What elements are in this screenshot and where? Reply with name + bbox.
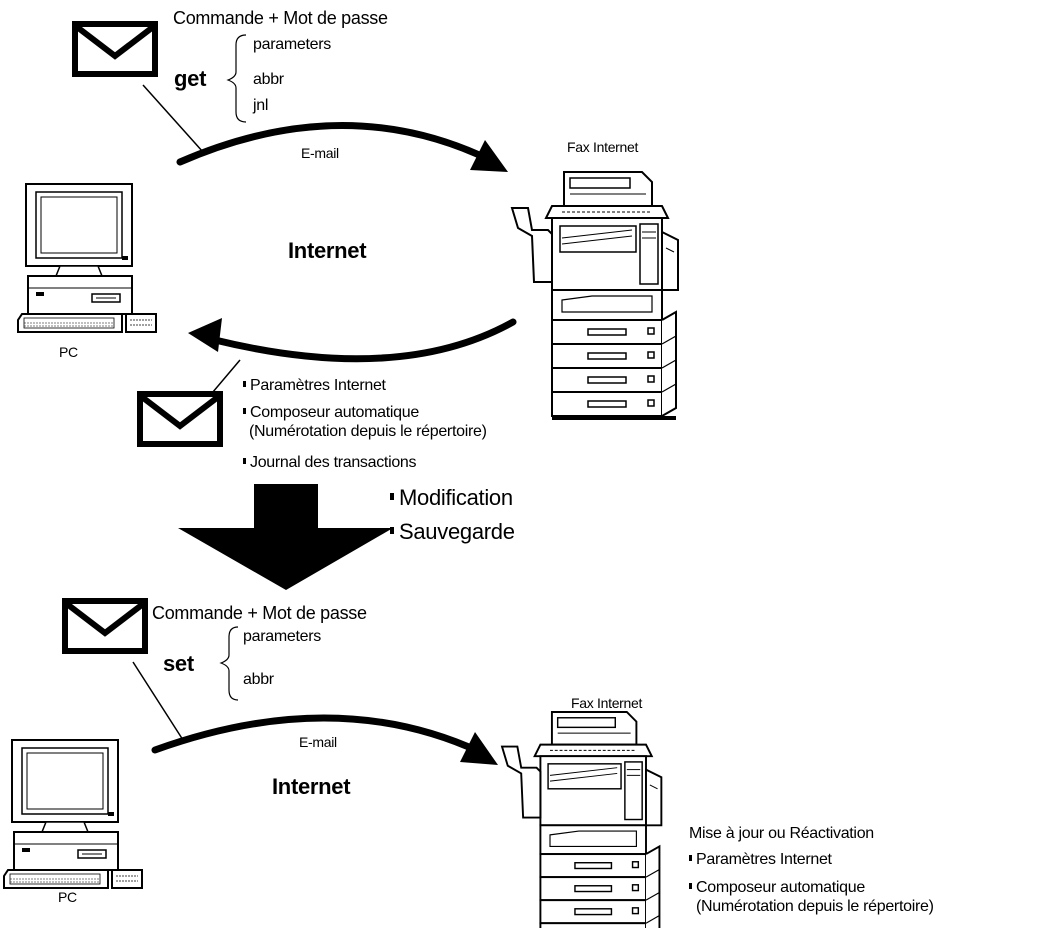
top-pc-icon (17, 183, 157, 333)
bottom-command-label: Commande + Mot de passe (152, 603, 367, 623)
return-arrow (211, 318, 517, 363)
bottom-envelope-icon (65, 601, 145, 651)
reply-item-journal: Journal des transactions (243, 455, 417, 471)
reply-item-autodialer-detail: (Numérotation depuis le répertoire) (249, 423, 487, 440)
action-modification: Modification (390, 487, 513, 509)
bottom-fax-icon (501, 711, 663, 928)
bottom-send-arrowhead (460, 732, 498, 765)
set-param-abbr: abbr (243, 671, 274, 688)
bottom-pc-label: PC (58, 889, 77, 905)
reply-item-internet-params: Paramètres Internet (243, 378, 386, 394)
bottom-pc-icon (3, 739, 143, 889)
bottom-send-arrow (151, 714, 484, 756)
result-item-internet-params: Paramètres Internet (689, 852, 832, 868)
big-down-arrow (178, 484, 393, 590)
result-title: Mise à jour ou Réactivation (689, 825, 874, 842)
top-email-label: E-mail (301, 145, 339, 161)
get-param-jnl: jnl (253, 97, 269, 114)
top-send-arrowhead (470, 140, 508, 172)
get-param-parameters: parameters (253, 36, 331, 53)
set-param-parameters: parameters (243, 628, 321, 645)
top-fax-icon (511, 171, 679, 421)
bottom-fax-label: Fax Internet (571, 695, 643, 711)
get-param-abbr: abbr (253, 71, 284, 88)
get-brace (226, 34, 247, 123)
bottom-email-label: E-mail (299, 734, 337, 750)
top-send-arrow (176, 122, 494, 166)
bottom-envelope-leader (132, 661, 184, 741)
result-item-autodialer-detail: (Numérotation depuis le répertoire) (696, 898, 934, 915)
top-internet-label: Internet (288, 238, 367, 263)
get-verb: get (174, 66, 207, 91)
bottom-internet-label: Internet (272, 774, 351, 799)
result-item-autodialer: Composeur automatique (689, 880, 865, 896)
set-verb: set (163, 651, 194, 676)
return-arrowhead (188, 318, 222, 352)
reply-item-autodialer: Composeur automatique (243, 405, 419, 421)
top-envelope-icon (75, 24, 155, 74)
action-sauvegarde: Sauvegarde (390, 521, 515, 543)
set-brace (219, 626, 239, 701)
reply-envelope-icon (140, 394, 220, 444)
top-fax-label: Fax Internet (567, 139, 639, 155)
top-command-label: Commande + Mot de passe (173, 8, 388, 28)
top-pc-label: PC (59, 344, 78, 360)
top-envelope-leader (142, 84, 204, 153)
